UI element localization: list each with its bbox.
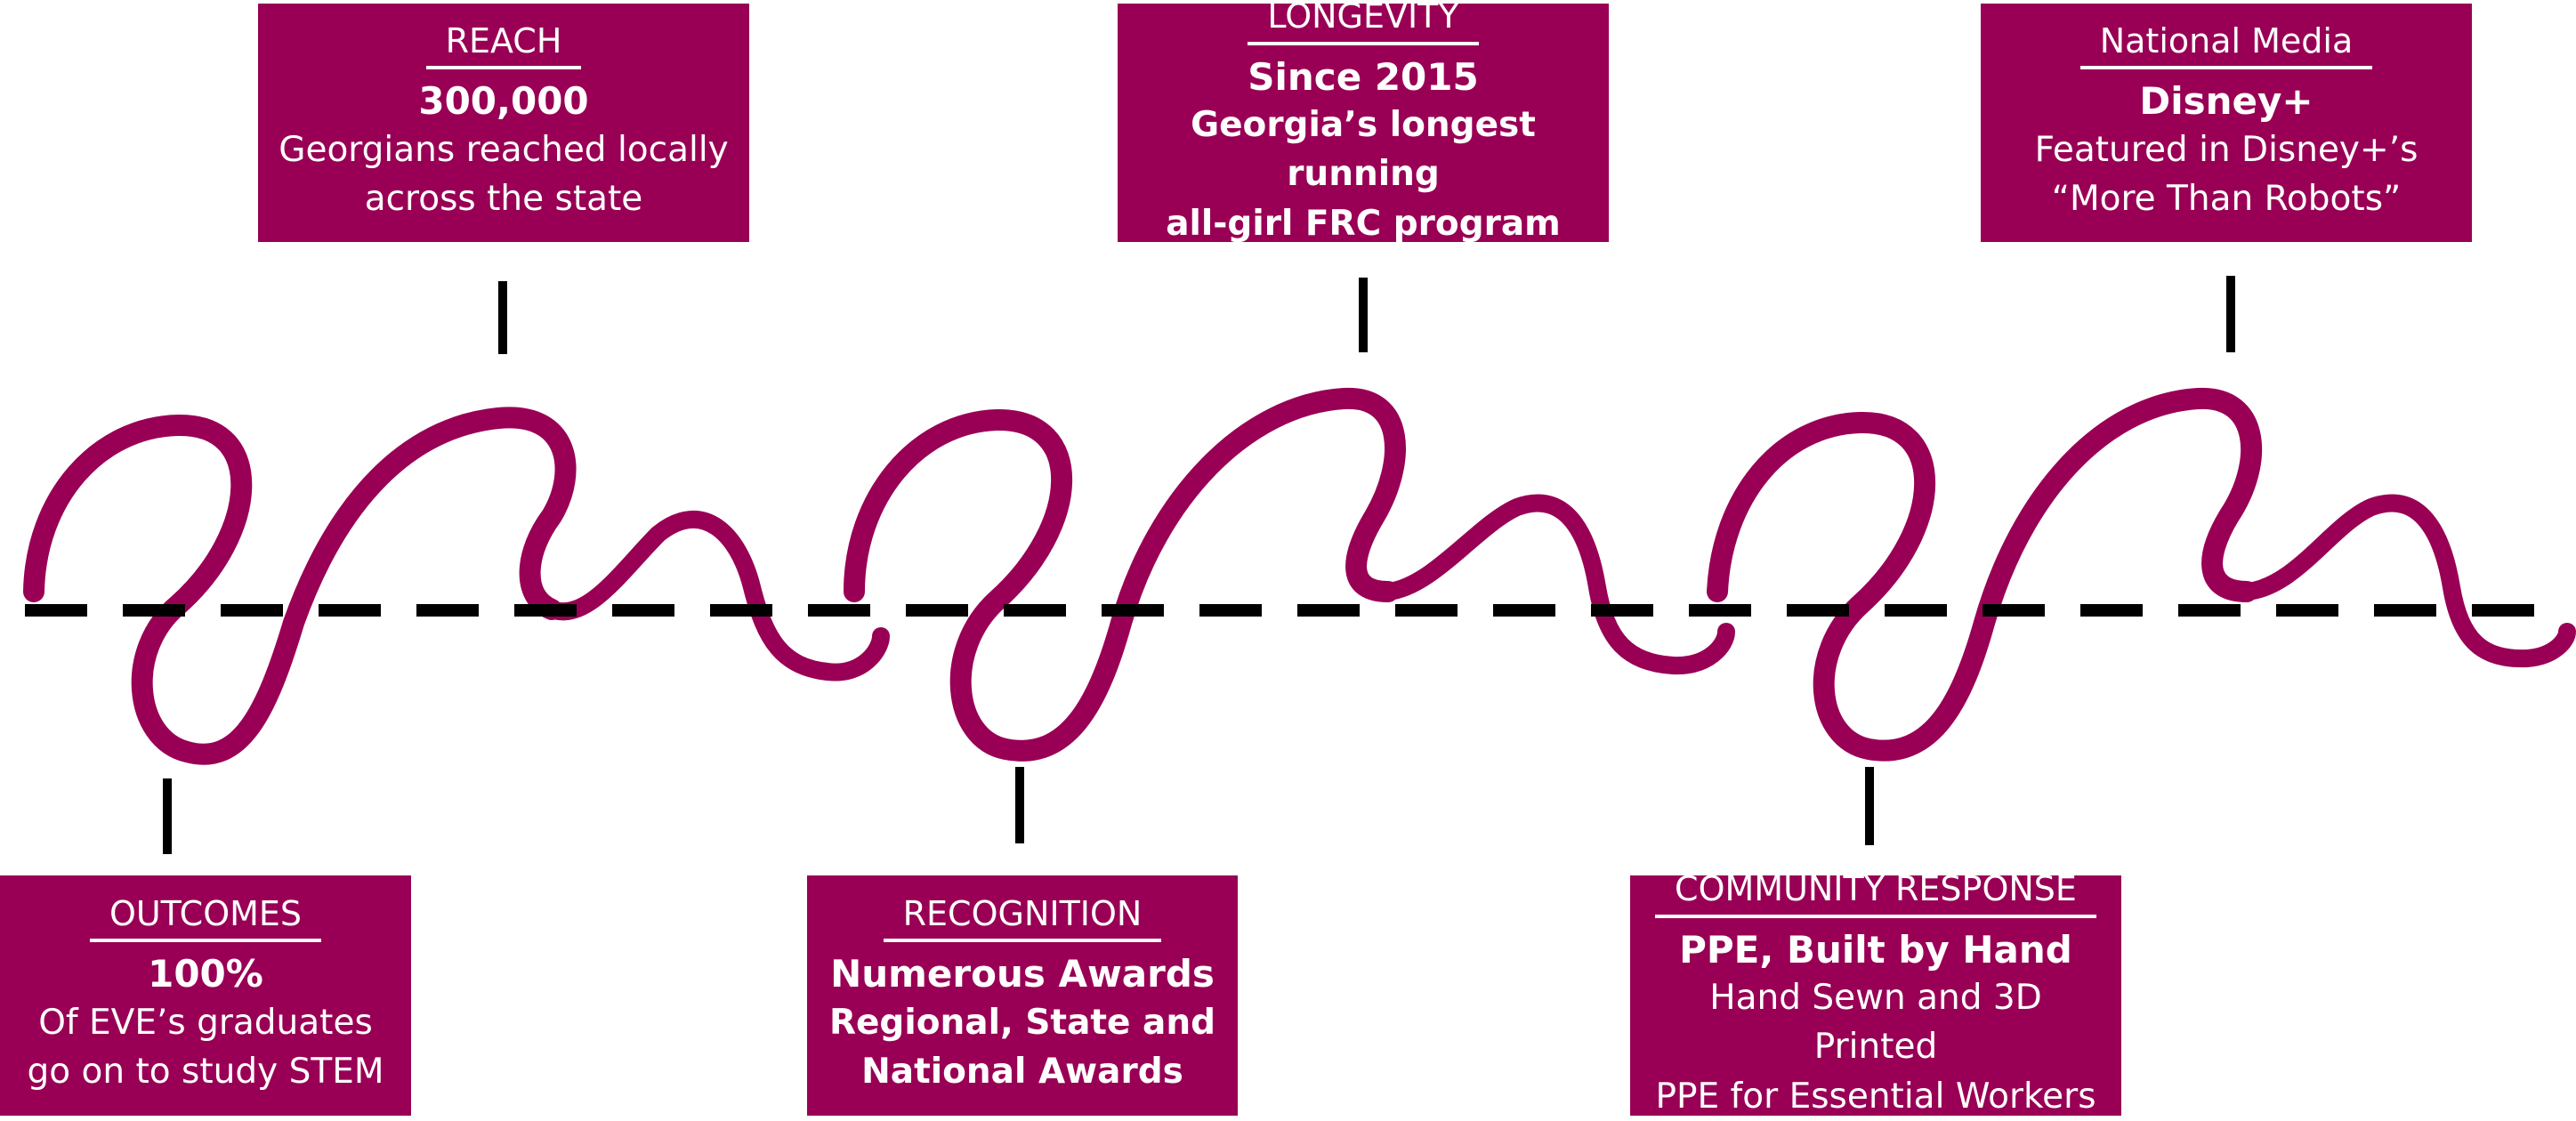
flourish-ribbon <box>23 387 2576 765</box>
card-value: Numerous Awards <box>830 952 1215 996</box>
flourish-segment-1 <box>23 407 577 765</box>
milestone-card-community-response: COMMUNITY RESPONSE PPE, Built by Hand Ha… <box>1630 869 2121 1117</box>
card-heading: National Media <box>2079 21 2373 70</box>
card-desc-line-2: “More Than Robots” <box>2051 179 2402 220</box>
flourish-segment-5 <box>1707 387 2263 762</box>
card-heading: REACH <box>425 21 582 70</box>
card-desc-line-1: Georgia’s longest running <box>1191 105 1536 195</box>
card-value: Disney+ <box>2139 79 2314 124</box>
card-desc-line-2: PPE for Essential Workers <box>1655 1076 2096 1117</box>
milestone-card-outcomes: OUTCOMES 100% Of EVE’s graduates go on t… <box>0 875 411 1116</box>
card-desc-line-2: National Awards <box>861 1052 1183 1093</box>
card-desc-line-1: Hand Sewn and 3D Printed <box>1709 978 2042 1068</box>
card-heading: LONGEVITY <box>1248 0 1479 45</box>
card-desc-line-1: Regional, State and <box>828 1002 1216 1043</box>
card-value: Since 2015 <box>1248 54 1479 99</box>
milestone-card-reach: REACH 300,000 Georgians reached locally … <box>258 4 749 242</box>
milestone-card-recognition: RECOGNITION Numerous Awards Regional, St… <box>807 875 1238 1116</box>
card-heading: RECOGNITION <box>883 894 1162 943</box>
card-heading: OUTCOMES <box>89 894 322 943</box>
flourish-segment-4 <box>1379 494 1735 675</box>
milestone-card-national-media: National Media Disney+ Featured in Disne… <box>1981 4 2472 242</box>
flourish-segment-2 <box>543 510 890 681</box>
connector-ticks <box>163 276 2235 854</box>
card-value: 100% <box>148 952 263 996</box>
card-desc-line-2: across the state <box>364 179 643 220</box>
milestone-card-longevity: LONGEVITY Since 2015 Georgia’s longest r… <box>1118 0 1609 244</box>
card-desc-line-1: Featured in Disney+’s <box>2034 129 2419 170</box>
card-value: PPE, Built by Hand <box>1679 927 2072 972</box>
card-desc-line-1: Of EVE’s graduates <box>38 1002 373 1043</box>
card-desc-line-2: go on to study STEM <box>27 1052 384 1093</box>
card-heading: COMMUNITY RESPONSE <box>1655 869 2096 918</box>
card-desc-line-2: all-girl FRC program <box>1166 203 1561 244</box>
card-desc-line-1: Georgians reached locally <box>279 129 729 170</box>
card-value: 300,000 <box>418 79 589 124</box>
flourish-segment-3 <box>844 387 1406 762</box>
flourish-segment-6 <box>2238 494 2576 668</box>
